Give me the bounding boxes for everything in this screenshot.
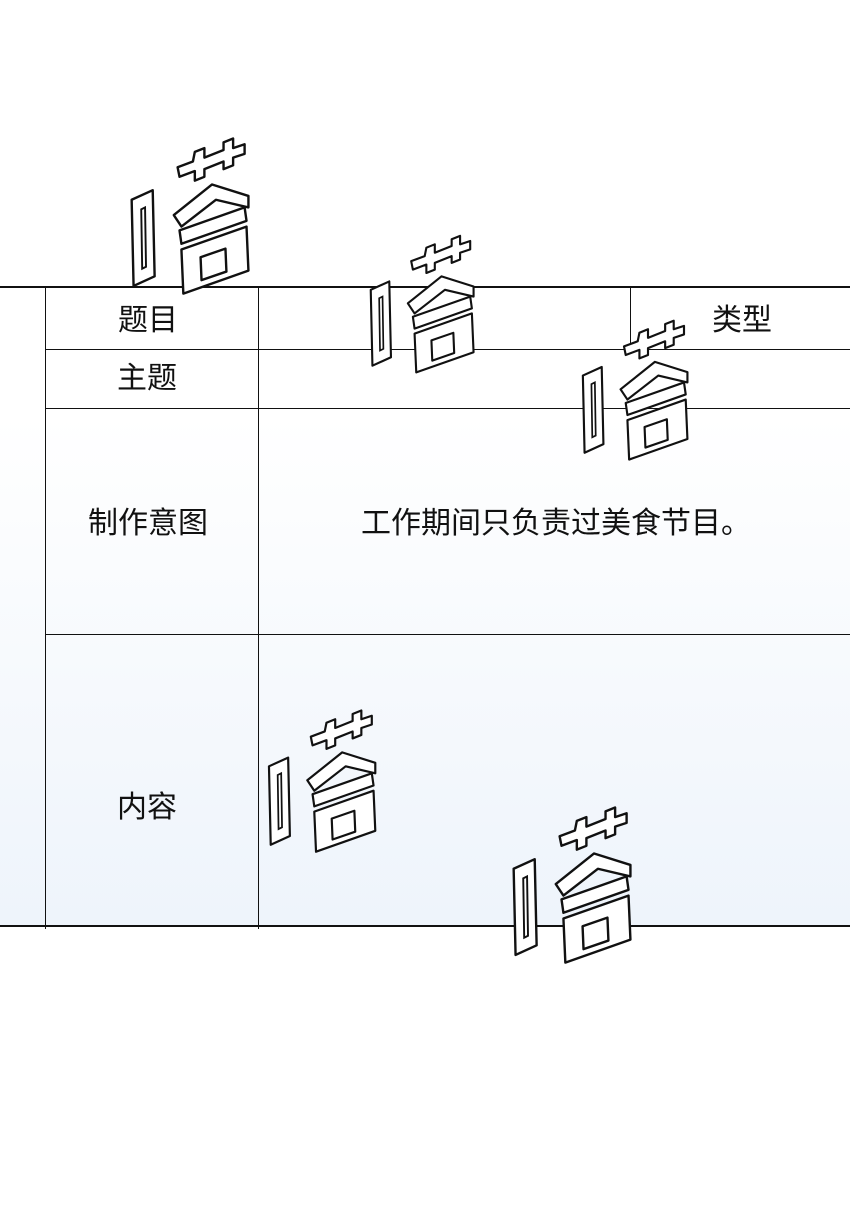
planning-form: 题目 类型 主题 制作意图 工作期间只负责过美食节目。 内容 [0,286,850,929]
label-title: 题目 [118,303,178,338]
form-row-divider-3 [45,634,850,635]
form-left-border [45,288,46,929]
form-label-divider [258,288,259,929]
label-type: 类型 [712,303,772,338]
sfx-glyph-3 [581,319,689,461]
sfx-glyph-5 [512,806,632,964]
sfx-glyph-1 [130,137,250,295]
sfx-glyph-4 [267,709,377,853]
value-intent: 工作期间只负责过美食节目。 [361,506,751,541]
form-row-divider-2 [45,408,850,409]
sfx-glyph-2 [369,234,475,374]
form-type-divider [630,288,631,349]
label-intent: 制作意图 [88,506,208,541]
label-content: 内容 [117,790,177,825]
label-theme: 主题 [117,361,177,396]
